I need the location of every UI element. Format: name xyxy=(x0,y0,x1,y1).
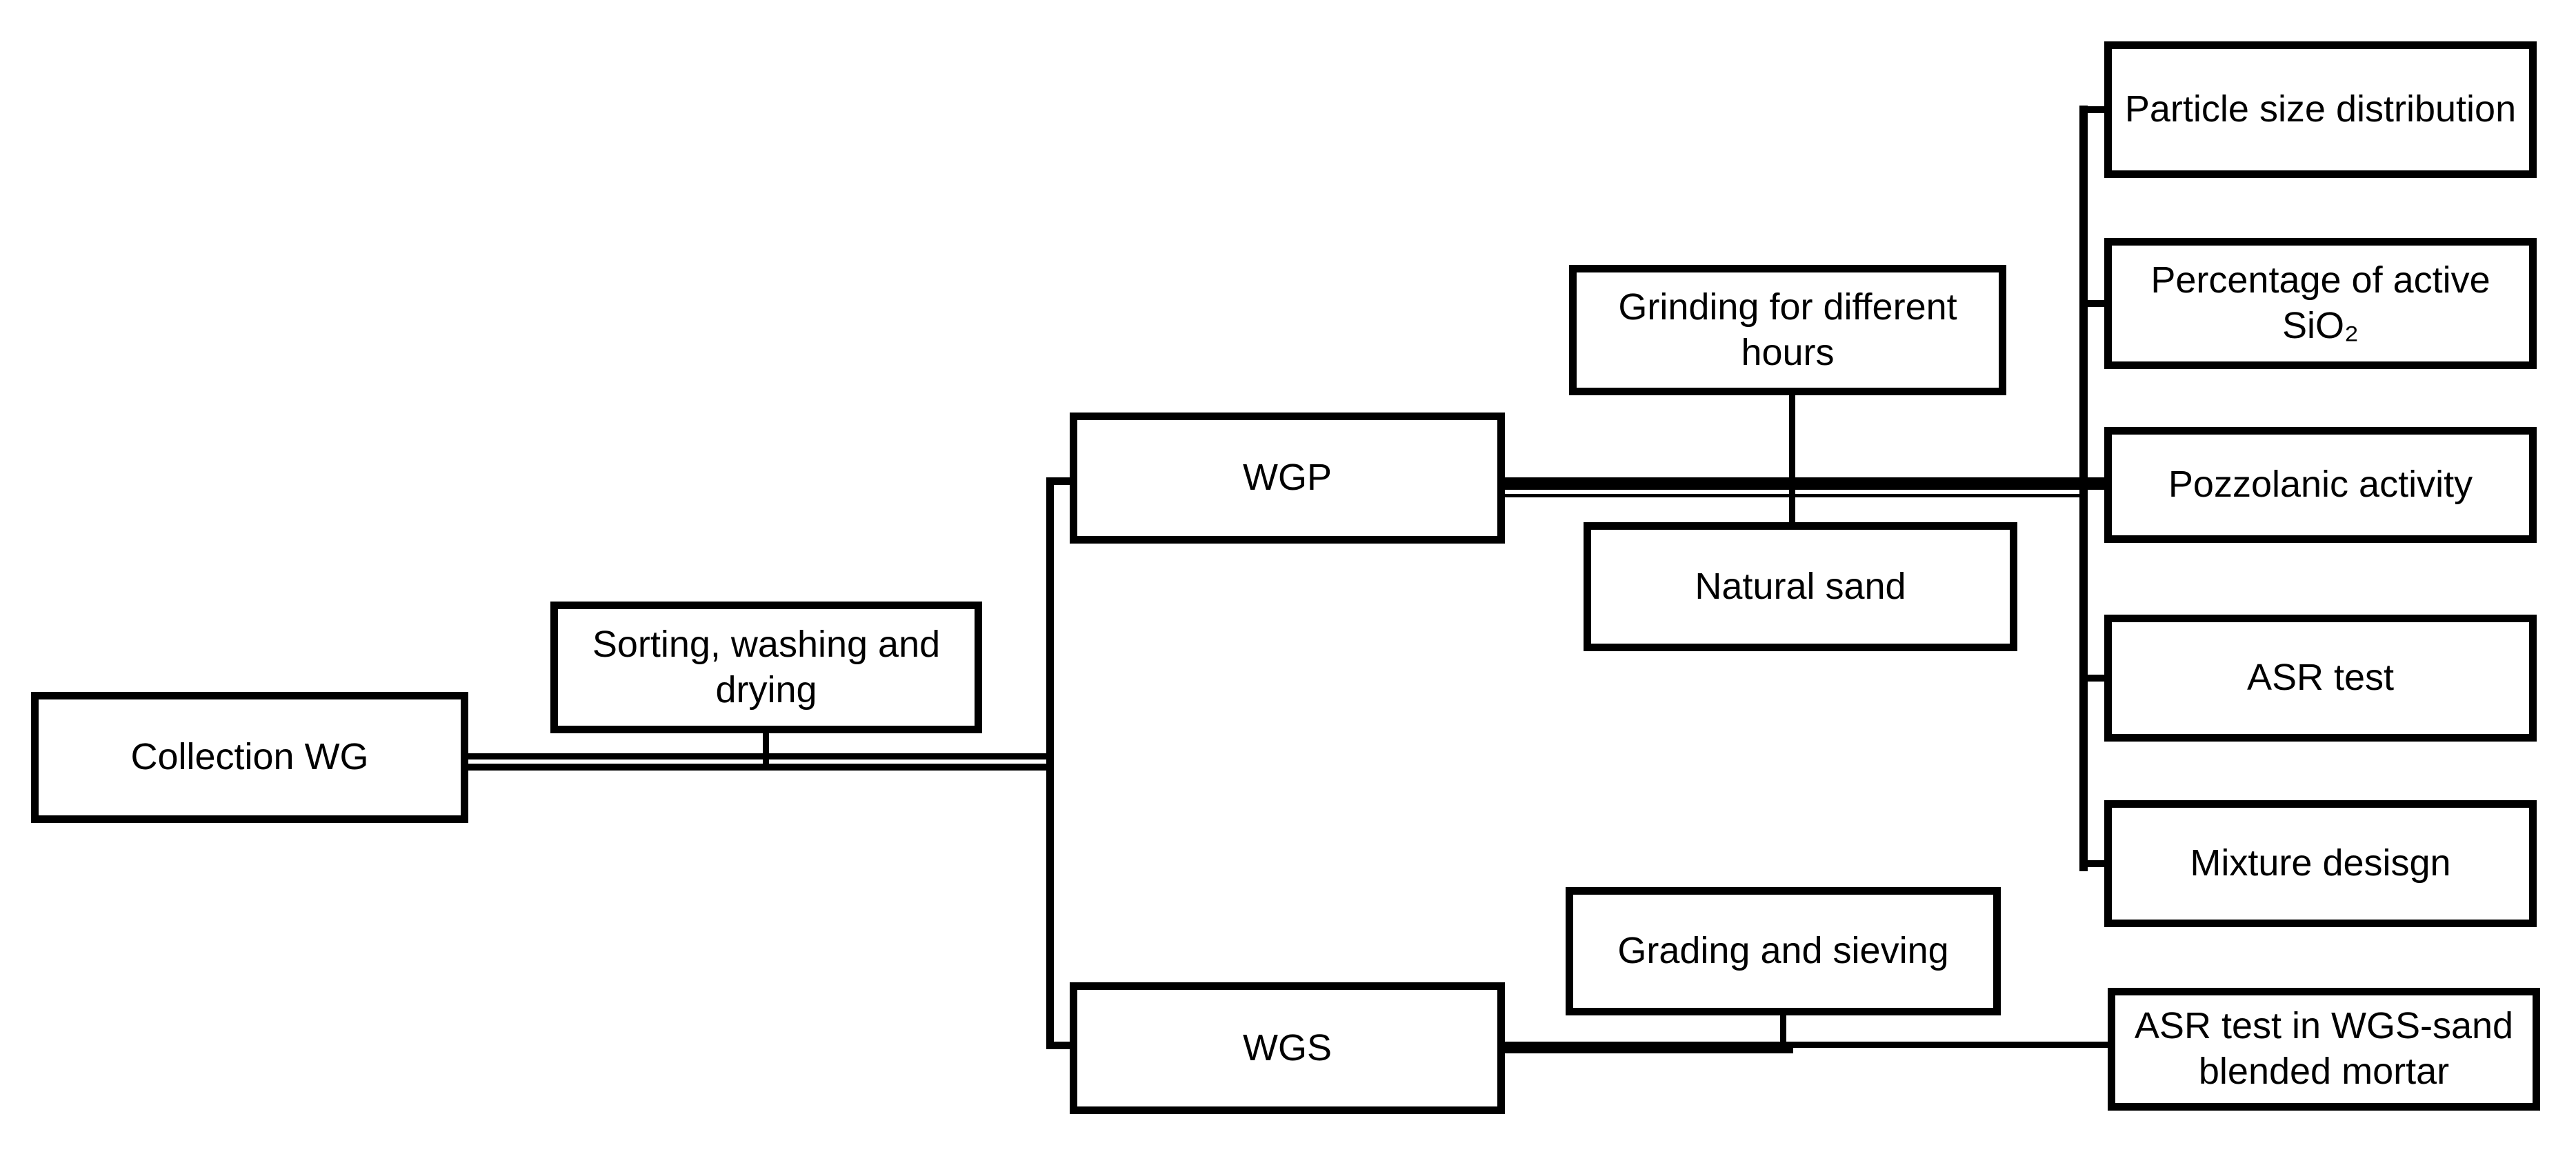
node-wgp-label: WGP xyxy=(1243,457,1332,499)
connector-right-bracket-rail xyxy=(2079,106,2088,871)
connector-wgs-thick-line xyxy=(1500,1042,1793,1053)
node-collection-wg-label: Collection WG xyxy=(130,736,369,778)
connector-wgp-thick-line xyxy=(1500,477,2112,490)
connector-stub-wgs xyxy=(1046,1042,1077,1049)
node-wgs: WGS xyxy=(1070,982,1505,1114)
node-grinding-hours-label: Grinding for different hours xyxy=(1618,286,1957,373)
node-grading-sieving-label: Grading and sieving xyxy=(1617,930,1949,972)
node-pozzolanic-activity-label: Pozzolanic activity xyxy=(2168,464,2473,506)
node-collection-wg: Collection WG xyxy=(31,692,468,823)
node-mixture-design: Mixture desisgn xyxy=(2104,800,2537,927)
node-percentage-active-sio2-label: Percentage of active SiO₂ xyxy=(2150,259,2490,346)
node-grading-sieving: Grading and sieving xyxy=(1566,887,2001,1015)
connector-grinding-natural-sand-tick xyxy=(1789,390,1795,526)
connector-left-bracket-rail xyxy=(1046,477,1054,1049)
connector-sorting-tick xyxy=(763,726,769,766)
node-asr-test-label: ASR test xyxy=(2246,657,2395,699)
node-natural-sand: Natural sand xyxy=(1584,522,2017,651)
connector-wgs-thin-line xyxy=(1793,1042,2115,1048)
node-wgs-label: WGS xyxy=(1243,1026,1332,1069)
node-percentage-active-sio2: Percentage of active SiO₂ xyxy=(2104,238,2537,369)
node-wgp: WGP xyxy=(1070,413,1505,544)
connector-stub-wgp xyxy=(1046,477,1077,485)
node-asr-test: ASR test xyxy=(2104,615,2537,742)
connector-grading-tick xyxy=(1780,1011,1786,1045)
node-particle-size-distribution: Particle size distribution xyxy=(2104,41,2537,178)
connector-collection-double-line-bottom xyxy=(468,764,1054,771)
node-mixture-design-label: Mixture desisgn xyxy=(2190,842,2451,884)
node-asr-test-wgs-sand-label: ASR test in WGS-sand blended mortar xyxy=(2134,1005,2514,1092)
connector-stub-active-sio2 xyxy=(2079,300,2112,307)
node-sorting-washing-drying: Sorting, washing and drying xyxy=(550,602,982,733)
node-asr-test-wgs-sand: ASR test in WGS-sand blended mortar xyxy=(2108,988,2540,1111)
node-particle-size-distribution-label: Particle size distribution xyxy=(2124,88,2517,130)
connector-collection-double-line-top xyxy=(468,753,1054,759)
node-pozzolanic-activity: Pozzolanic activity xyxy=(2104,427,2537,543)
node-sorting-washing-drying-label: Sorting, washing and drying xyxy=(592,623,941,711)
node-natural-sand-label: Natural sand xyxy=(1695,565,1906,607)
connector-stub-mixture-design xyxy=(2079,860,2112,867)
connector-stub-asr-test xyxy=(2079,675,2112,682)
node-grinding-hours: Grinding for different hours xyxy=(1569,265,2006,395)
connector-stub-particle-size xyxy=(2079,106,2112,113)
